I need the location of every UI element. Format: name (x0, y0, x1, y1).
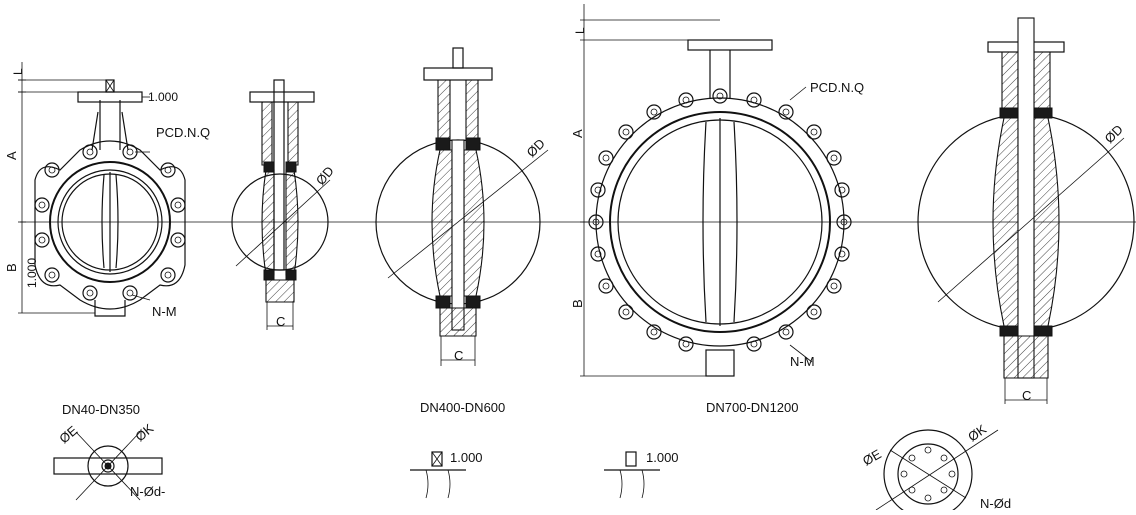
disc-outer (57, 169, 163, 275)
dim-stem-flat: 1.000 (646, 450, 679, 465)
neck (91, 100, 129, 151)
label-nm-large: N-M (790, 354, 815, 369)
dim-bottom-tol-small: 1.000 (25, 258, 39, 288)
dim-C-small: C (276, 314, 285, 329)
large-disc-stem (702, 121, 738, 323)
dim-E-small: ØE (56, 423, 80, 447)
bottom-tab (94, 300, 126, 317)
body-outline (34, 140, 186, 310)
large-valve-side-view (917, 17, 1135, 404)
dim-K-large: ØK (965, 421, 989, 444)
label-nd-large: N-Ød (980, 496, 1011, 510)
dim-K-small: ØK (132, 421, 156, 445)
top-flange (77, 91, 143, 103)
dim-B-small: B (4, 263, 19, 272)
dim-D-medium: ØD (524, 136, 548, 160)
dim-A-large: A (570, 129, 585, 138)
dim-flange-small: 1.000 (148, 90, 178, 104)
large-valve-front-view (580, 4, 852, 377)
title-group1: DN40-DN350 (62, 402, 140, 417)
large-flange-detail (875, 429, 999, 515)
small-valve-side-view (231, 79, 331, 330)
small-flange-detail (53, 431, 163, 501)
label-pcd-small: PCD.N.Q (156, 125, 210, 140)
dim-D-small: ØD (313, 163, 337, 188)
dim-L-large: L (573, 27, 587, 34)
stem-square-detail (410, 451, 466, 499)
stem-flat-detail (604, 451, 660, 499)
dim-D-large: ØD (1102, 122, 1126, 146)
dim-B-large: B (570, 299, 585, 308)
medium-valve-side-view (375, 47, 549, 366)
title-group3: DN700-DN1200 (706, 400, 799, 415)
dim-E-large: ØE (860, 446, 884, 469)
small-valve-front-view (18, 62, 186, 317)
title-group2: DN400-DN600 (420, 400, 505, 415)
body-ring (49, 161, 171, 283)
dim-stem-square: 1.000 (450, 450, 483, 465)
dim-C-large: C (1022, 388, 1031, 403)
label-nm-small: N-M (152, 304, 177, 319)
dim-L-small: L (11, 68, 25, 75)
bolt-holes (34, 144, 186, 301)
stem-cross2 (105, 79, 115, 93)
label-nd-small: N-Ød- (130, 484, 165, 499)
dim-C-medium: C (454, 348, 463, 363)
large-body-outer (595, 97, 845, 347)
large-body-ring (609, 111, 831, 333)
large-bolt-holes (588, 88, 852, 352)
dim-A-small: A (4, 151, 19, 160)
disc-stem (101, 174, 119, 269)
label-pcd-large: PCD.N.Q (810, 80, 864, 95)
